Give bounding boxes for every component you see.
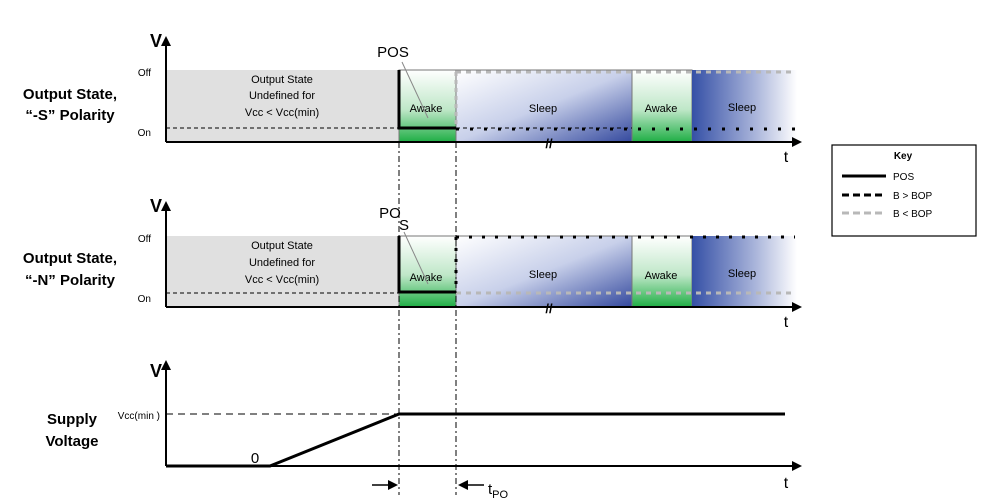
row-n-pos-pointer <box>403 231 429 285</box>
row-n-sleep-2 <box>692 236 797 307</box>
key-frame <box>831 144 977 237</box>
tpo-label: tPO <box>488 481 509 501</box>
row-n-awake-1 <box>398 235 457 308</box>
row-n-sleep-1 <box>455 235 633 308</box>
row-s-undefined-line3: Vcc < Vcc(min) <box>245 107 319 119</box>
supply-t-label: t <box>784 475 789 492</box>
row-s-label-line1: Output State, <box>23 86 117 103</box>
row-s-pos-callout: POS <box>377 44 409 61</box>
row-n-pos-callout-b: S <box>399 217 409 234</box>
row-s-off-label: Off <box>138 68 151 79</box>
row-n-undefined-line3: Vcc < Vcc(min) <box>245 274 319 286</box>
row-s-awake-1 <box>398 69 457 143</box>
supply-label-line1: Supply <box>47 411 98 428</box>
row-n-undefined-region <box>166 236 399 307</box>
row-supply: Supply Voltage Vcc(min ) 0 V t <box>45 360 802 492</box>
row-s-label-line2: “-S” Polarity <box>25 107 115 124</box>
row-n-label-line1: Output State, <box>23 250 117 267</box>
row-s-on-label: On <box>138 128 151 139</box>
supply-vccmin-label: Vcc(min ) <box>118 411 160 422</box>
row-s-undefined-line1: Output State <box>251 74 313 86</box>
row-n-pos-callout-a: PO <box>379 205 401 222</box>
key-title: Key <box>894 151 913 162</box>
row-s-break-mark: // <box>545 136 553 151</box>
row-s-polarity: Output State, “-S” Polarity Output State… <box>23 31 802 166</box>
row-s-pos-trace <box>397 70 456 130</box>
row-s-undefined-region <box>166 70 399 142</box>
row-n-phase-sleep-1: Sleep <box>529 269 557 281</box>
row-n-t-label: t <box>784 314 789 331</box>
supply-zero-label: 0 <box>251 450 259 467</box>
key-box: Key POS B > BOP B < BOP <box>831 144 977 237</box>
row-s-phase-awake-2: Awake <box>645 103 678 115</box>
supply-label-line2: Voltage <box>45 433 98 450</box>
row-s-pos-pointer <box>401 61 429 119</box>
row-n-phase-awake-2: Awake <box>645 270 678 282</box>
key-item-bop-high: B > BOP <box>893 191 933 202</box>
row-n-off-label: Off <box>138 234 151 245</box>
row-n-undefined-line2: Undefined for <box>249 257 315 269</box>
row-s-phase-sleep-1: Sleep <box>529 103 557 115</box>
row-n-phase-awake-1: Awake <box>410 272 443 284</box>
row-n-break-mark: // <box>545 301 553 316</box>
row-s-undefined-line2: Undefined for <box>249 90 315 102</box>
row-s-phase-awake-1: Awake <box>410 103 443 115</box>
key-item-bop-low: B < BOP <box>893 209 933 220</box>
row-n-undefined-line1: Output State <box>251 240 313 252</box>
row-n-v-label: V <box>150 196 162 216</box>
supply-v-label: V <box>150 361 162 381</box>
row-n-awake-2 <box>631 235 693 308</box>
row-n-label-line2: “-N” Polarity <box>25 272 116 289</box>
row-s-phase-sleep-2: Sleep <box>728 102 756 114</box>
row-s-t-label: t <box>784 149 789 166</box>
row-n-polarity: Output State, “-N” Polarity Output State… <box>23 196 802 331</box>
row-n-phase-sleep-2: Sleep <box>728 268 756 280</box>
row-n-on-label: On <box>138 294 151 305</box>
row-s-v-label: V <box>150 31 162 51</box>
key-item-pos: POS <box>893 172 914 183</box>
